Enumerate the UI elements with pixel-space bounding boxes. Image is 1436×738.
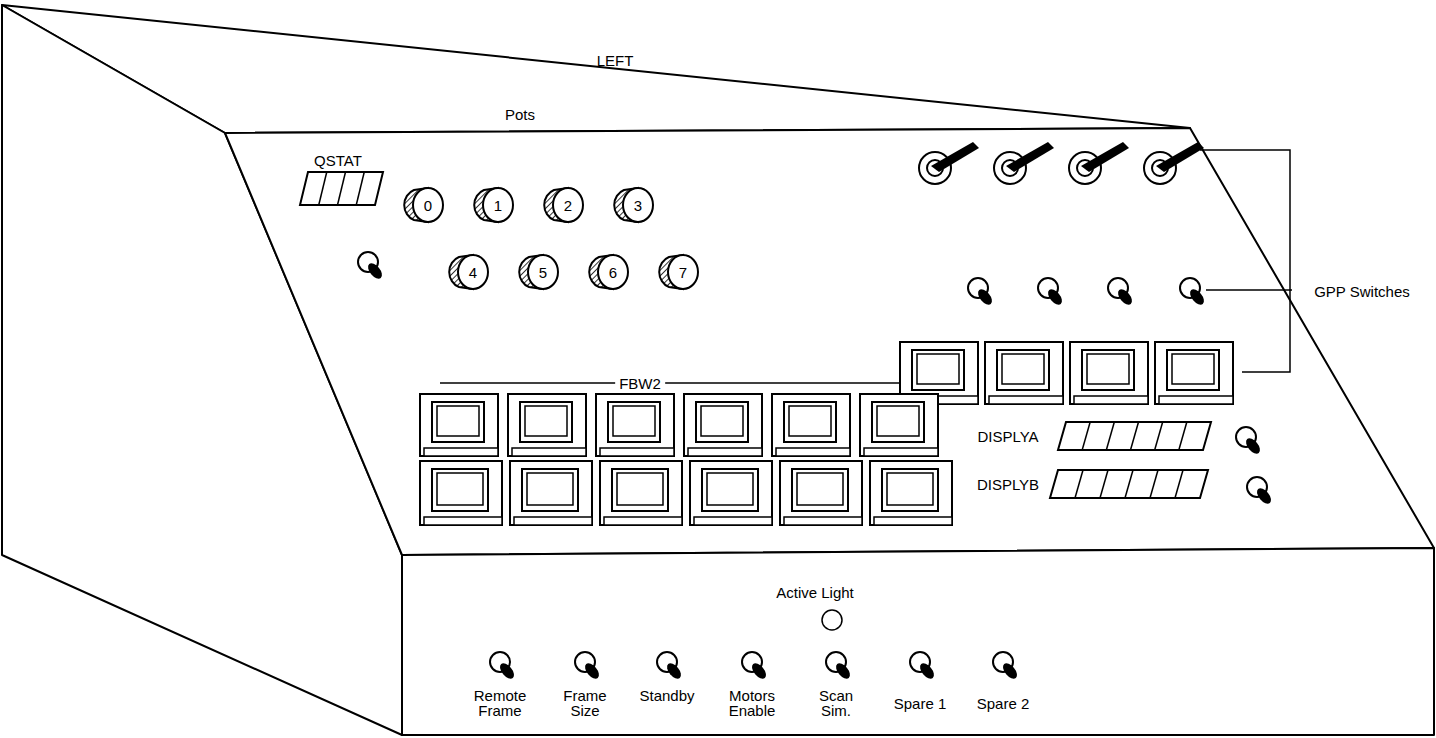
toggle-switch: [742, 652, 769, 681]
knob-outline: [443, 254, 489, 290]
panel-label: Standby: [639, 688, 694, 703]
lever-switch: [1069, 142, 1129, 184]
panel-label: LEFT: [597, 53, 634, 68]
rocker-switch: [684, 394, 762, 456]
pot-knob: 5: [513, 254, 559, 290]
active-lamp: [822, 610, 842, 630]
toggle-switch: [1108, 278, 1135, 307]
pot-number: 5: [528, 264, 558, 281]
pot-knob: 2: [538, 187, 584, 223]
rocker-switch: [510, 461, 592, 525]
housing: [2, 5, 1434, 735]
leader-lines: [440, 150, 1292, 383]
panel-label: Spare 2: [971, 696, 1035, 711]
toggle-switch: [490, 652, 517, 681]
pot-number: 3: [623, 197, 653, 214]
panel-label: Scan Sim.: [804, 688, 868, 718]
panel-label: Spare 1: [888, 696, 952, 711]
knob-outline: [513, 254, 559, 290]
panel-label: DISPLYA: [977, 429, 1038, 444]
toggle-switch: [1180, 278, 1207, 307]
knob-outline: [538, 187, 584, 223]
toggle-switch: [657, 652, 684, 681]
pot-number: 4: [458, 264, 488, 281]
toggle-switch: [968, 278, 995, 307]
panel-label: Active Light: [776, 585, 854, 600]
rocker-switch: [870, 461, 952, 525]
toggle-switch: [993, 652, 1020, 681]
front-panel: [225, 128, 1434, 555]
panel-label: Motors Enable: [720, 688, 784, 718]
pot-knob: 0: [398, 187, 444, 223]
rocker-switch: [596, 394, 674, 456]
panel-label: QSTAT: [314, 153, 362, 168]
lever-switch: [1144, 142, 1204, 184]
rocker-switch: [600, 461, 682, 525]
panel-label: DISPLYB: [977, 477, 1039, 492]
panel-label: GPP Switches: [1310, 284, 1414, 299]
knob-outline: [398, 187, 444, 223]
toggle-switch: [358, 252, 385, 281]
pot-number: 7: [668, 264, 698, 281]
panel-label: Pots: [505, 107, 535, 122]
panel-label: Frame Size: [553, 688, 617, 718]
digit-display: [1058, 422, 1211, 450]
knob-outline: [653, 254, 699, 290]
rocker-switch: [772, 394, 850, 456]
knob-outline: [468, 187, 514, 223]
knob-outline: [583, 254, 629, 290]
pot-knob: 7: [653, 254, 699, 290]
rocker-switch: [420, 461, 502, 525]
lower-face: [402, 548, 1434, 735]
pot-knob: 4: [443, 254, 489, 290]
digit-display: [1050, 470, 1208, 498]
toggle-switch: [575, 652, 602, 681]
pot-knob: 6: [583, 254, 629, 290]
pot-number: 0: [413, 197, 443, 214]
toggle-switch: [910, 652, 937, 681]
pot-knob: 1: [468, 187, 514, 223]
panel-label: FBW2: [615, 376, 665, 391]
rocker-switch: [1070, 342, 1148, 404]
rocker-switch: [420, 394, 498, 456]
rocker-switch: [690, 461, 772, 525]
toggle-switch: [1236, 427, 1263, 456]
rocker-switch: [780, 461, 862, 525]
rocker-switch: [1155, 342, 1233, 404]
pot-knob: 3: [608, 187, 654, 223]
rocker-switch: [860, 394, 938, 456]
lever-switch: [994, 142, 1054, 184]
pot-number: 2: [553, 197, 583, 214]
rocker-switch: [985, 342, 1063, 404]
digit-display: [300, 172, 383, 205]
knob-outline: [608, 187, 654, 223]
rocker-switch: [508, 394, 586, 456]
panel-label: Remote Frame: [468, 688, 532, 718]
toggle-switch: [826, 652, 853, 681]
toggle-switch: [1038, 278, 1065, 307]
lever-switch: [919, 142, 979, 184]
pot-number: 1: [483, 197, 513, 214]
toggle-switch: [1247, 477, 1274, 506]
pot-number: 6: [598, 264, 628, 281]
